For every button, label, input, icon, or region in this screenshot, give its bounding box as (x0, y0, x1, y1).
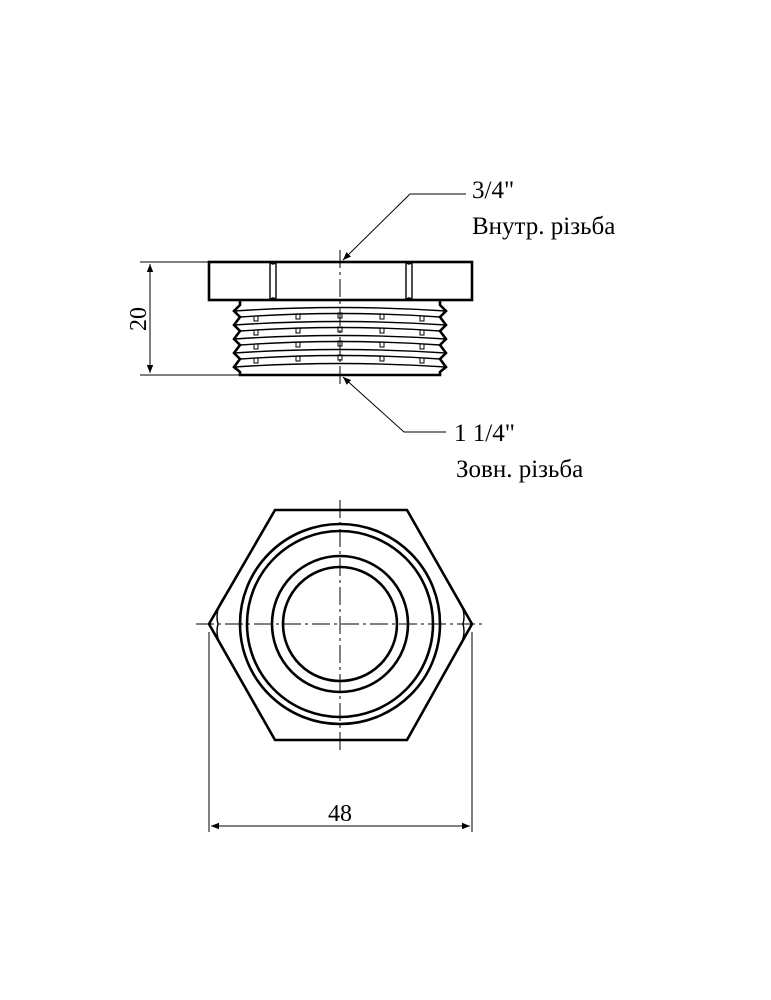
inner-thread-callout: 3/4" Внутр. різьба (342, 177, 615, 261)
top-view: 48 (196, 500, 486, 832)
outer-thread-caption: Зовн. різьба (456, 456, 583, 483)
width-dimension-label: 48 (328, 801, 352, 827)
side-view: 20 3/4" Внутр. різьба 1 1/4" Зовн. різьб… (126, 177, 615, 483)
outer-thread-size: 1 1/4" (454, 420, 515, 447)
width-dimension: 48 (208, 632, 473, 832)
outer-thread-callout: 1 1/4" Зовн. різьба (342, 376, 583, 483)
height-dimension: 20 (126, 261, 240, 376)
height-dimension-label: 20 (126, 307, 152, 331)
inner-thread-size: 3/4" (472, 177, 514, 204)
inner-thread-caption: Внутр. різьба (472, 213, 615, 240)
